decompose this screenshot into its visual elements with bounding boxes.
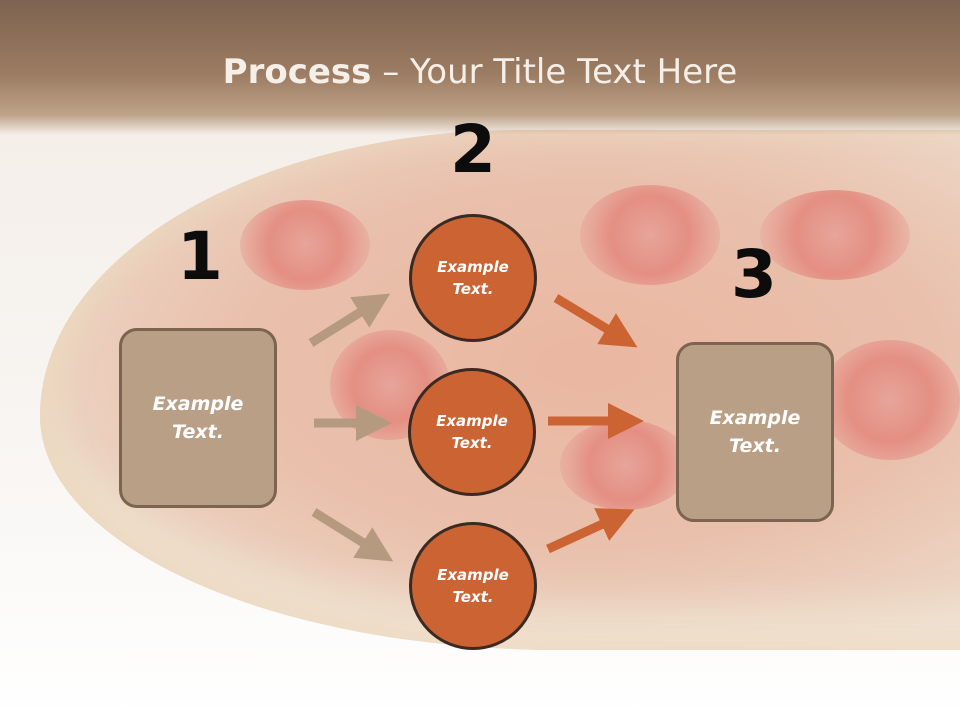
arrow-right-bottom	[546, 508, 635, 554]
arrow-left-bottom	[311, 508, 394, 562]
title-bar	[0, 0, 960, 135]
tomato-slice	[580, 185, 720, 285]
arrow-right-top	[553, 294, 638, 348]
slide-title: Process – Your Title Text Here	[0, 52, 960, 92]
arrow-left-top	[308, 293, 391, 347]
title-rest: Your Title Text Here	[410, 52, 738, 92]
step-number-2: 2	[450, 111, 496, 188]
tomato-slice	[240, 200, 370, 290]
step-number-3: 3	[731, 236, 777, 313]
tomato-slice	[760, 190, 910, 280]
step-number-1: 1	[177, 218, 223, 295]
title-bold: Process	[222, 52, 372, 92]
tomato-slice	[820, 340, 960, 460]
title-dash: –	[371, 52, 411, 92]
